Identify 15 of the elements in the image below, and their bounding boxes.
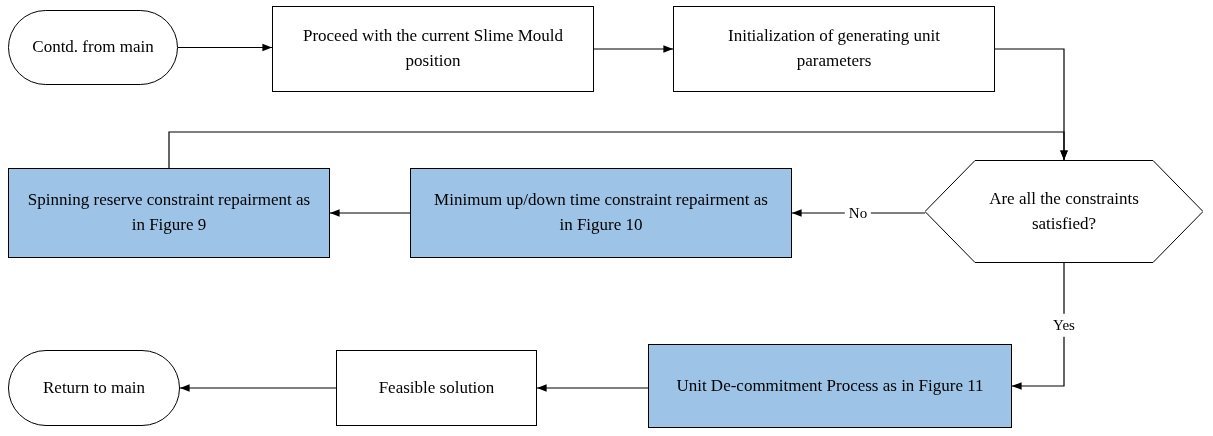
terminal-shape: Return to main (8, 350, 180, 426)
terminal-shape: Contd. from main (8, 10, 178, 85)
subprocess-box: Minimum up/down time constraint repairment as in Figure 10 (410, 168, 792, 258)
process-box: Proceed with the current Slime Mould position (272, 6, 594, 92)
arrow (168, 131, 1068, 169)
decision-hexagon: Are all the constraints satisfied? (925, 160, 1203, 263)
subprocess-box: Unit De-commitment Process as in Figure 11 (648, 344, 1012, 428)
arrow (179, 384, 337, 392)
arrow (329, 209, 411, 217)
arrow (177, 43, 273, 52)
arrow (593, 45, 674, 53)
arrow (536, 384, 649, 392)
subprocess-box: Spinning reserve constraint repairment as in Figure 9 (8, 168, 330, 258)
process-box: Feasible solution (336, 350, 537, 426)
process-box: Initialization of generating unit parameters (673, 6, 995, 92)
